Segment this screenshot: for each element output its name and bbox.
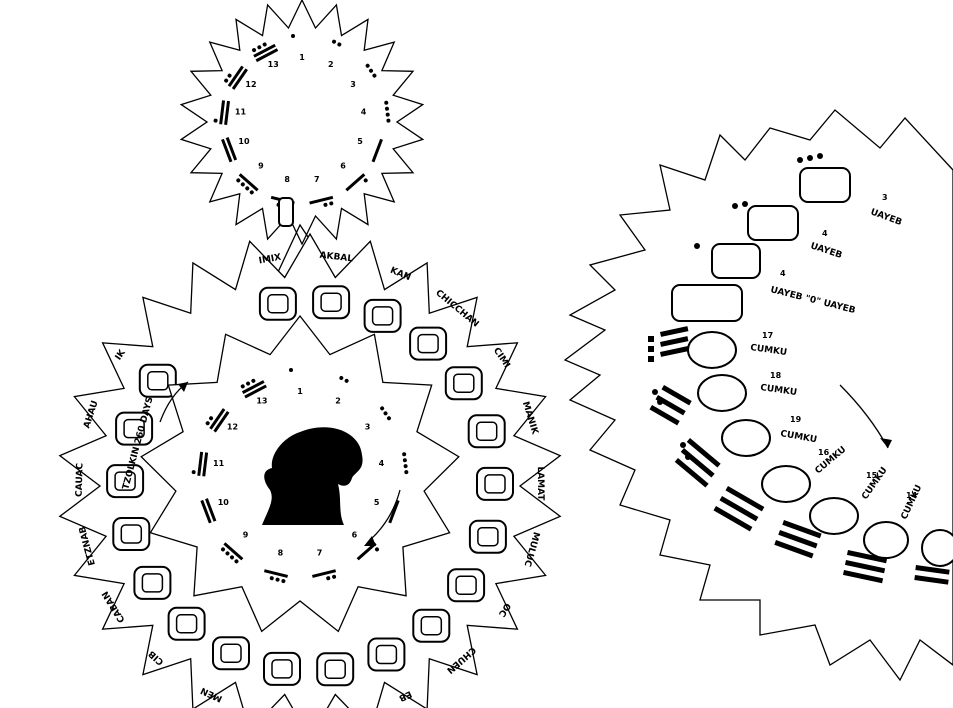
day-glyph-ix — [264, 653, 300, 685]
inner-number-6: 6 — [352, 530, 358, 539]
cumku-glyph-1 — [688, 332, 736, 368]
uayeb-glyph-4 — [672, 285, 742, 321]
day-label-cauac: CAUAC — [75, 462, 86, 497]
day-glyph-cib — [169, 608, 205, 640]
inner-number-5: 5 — [374, 498, 380, 507]
haab-day-8: 15 — [866, 471, 878, 480]
haab-day-3: 4 — [780, 269, 786, 278]
haab-wheel: UAYEB 3 UAYEB 4 UAYEB "0" UAYEB 4 CUMKU … — [565, 110, 953, 680]
inner-number-1: 1 — [297, 387, 303, 396]
haab-day-6: 19 — [790, 415, 802, 424]
top-pointer-glyph — [279, 198, 293, 226]
day-label-lamat: LAMAT — [535, 466, 545, 501]
top-number-8: 8 — [284, 175, 290, 184]
day-glyph-caban — [134, 567, 170, 599]
inner-number-10: 10 — [218, 498, 230, 507]
top-number-12: 12 — [245, 80, 256, 89]
top-number-13: 13 — [268, 60, 279, 69]
day-glyph-cimi — [446, 367, 482, 399]
uayeb-glyph-3 — [712, 244, 760, 278]
day-glyph-ben — [317, 653, 353, 685]
uayeb-glyph-1 — [800, 168, 850, 202]
uayeb-glyph-2 — [748, 206, 798, 240]
top-number-4: 4 — [361, 108, 367, 117]
haab-day-4: 17 — [762, 331, 773, 340]
cumku-glyph-4 — [762, 466, 810, 502]
day-glyph-oc — [448, 569, 484, 601]
top-number-2: 2 — [328, 60, 334, 69]
haab-day-1: 3 — [882, 193, 888, 202]
inner-number-2: 2 — [335, 396, 341, 405]
inner-number-12: 12 — [227, 422, 238, 431]
inner-number-9: 9 — [243, 530, 249, 539]
inner-number-13: 13 — [256, 396, 267, 405]
day-glyph-chuen — [413, 610, 449, 642]
day-glyph-men — [213, 637, 249, 669]
inner-number-4: 4 — [379, 459, 385, 468]
haab-gear-outline — [565, 110, 953, 680]
day-glyph-lamat — [477, 468, 513, 500]
day-glyph-manik — [469, 415, 505, 447]
haab-day-9: 14 — [906, 491, 918, 500]
cumku-glyph-7 — [922, 530, 953, 566]
top-number-10: 10 — [238, 137, 250, 146]
day-glyph-akbal — [313, 286, 349, 318]
haab-day-2: 4 — [822, 229, 828, 238]
top-number-3: 3 — [350, 80, 356, 89]
day-glyph-eb — [368, 639, 404, 671]
inner-number-11: 11 — [213, 459, 225, 468]
cumku-glyph-6 — [864, 522, 908, 558]
inner-number-3: 3 — [365, 422, 371, 431]
top-dot-mark — [291, 34, 295, 38]
inner-number-8: 8 — [278, 549, 284, 558]
top-gear-outline — [181, 0, 423, 244]
top-number-5: 5 — [357, 137, 363, 146]
inner-dot-mark — [289, 368, 293, 372]
day-glyph-muluc — [470, 521, 506, 553]
top-number-9: 9 — [258, 161, 264, 170]
top-number-1: 1 — [299, 53, 305, 62]
day-glyph-chicchan — [410, 328, 446, 360]
day-glyph-imix — [260, 288, 296, 320]
top-number-7: 7 — [314, 175, 320, 184]
cumku-glyph-5 — [810, 498, 858, 534]
day-glyph-kan — [365, 300, 401, 332]
haab-day-7: 16 — [818, 448, 830, 457]
top-number-6: 6 — [340, 161, 346, 170]
day-glyph-etznab — [113, 518, 149, 550]
inner-number-7: 7 — [317, 549, 323, 558]
cumku-glyph-3 — [722, 420, 770, 456]
cumku-glyph-2 — [698, 375, 746, 411]
top-number-11: 11 — [235, 108, 247, 117]
haab-day-5: 18 — [770, 371, 782, 380]
